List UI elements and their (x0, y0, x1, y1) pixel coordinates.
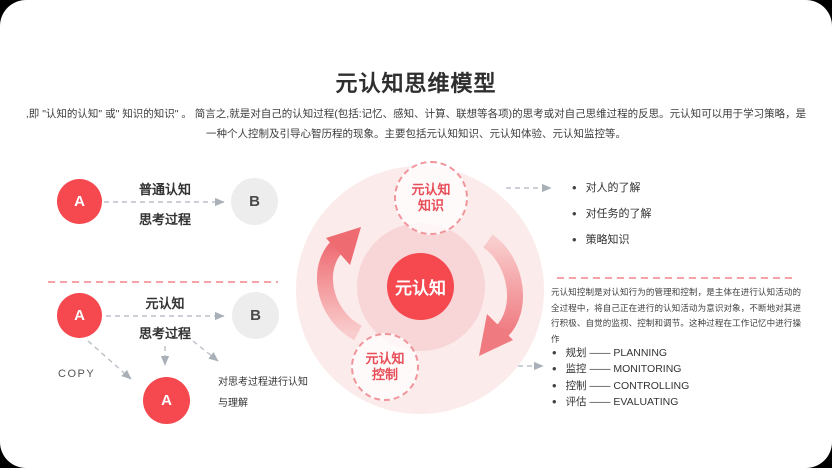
meta-cognition-subheading: 思考过程 (138, 326, 191, 341)
list-item: • 评估 —— EVALUATING (552, 394, 689, 411)
knowledge-list: • 对人的了解 • 对任务的了解 • 策略知识 (572, 174, 652, 252)
meta-cognition-heading: 元认知 (145, 296, 185, 311)
knowledge-node-label: 元认知 知识 (411, 182, 450, 214)
metacognitive-knowledge-node: 元认知 知识 (394, 161, 468, 235)
node-a-meta: A (57, 293, 102, 338)
normal-cognition-heading: 普通认知 (138, 182, 191, 197)
intro-text: ,即 "认知的认知" 或" 知识的知识" 。 简言之,就是对自己的认知过程(包括… (0, 104, 832, 144)
control-list: • 规划 —— PLANNING • 监控 —— MONITORING • 控制… (552, 344, 689, 410)
list-item: • 策略知识 (572, 226, 652, 252)
knowledge-item-3: 策略知识 (585, 234, 630, 246)
control-node-label: 元认知 控制 (365, 351, 404, 383)
bullet-icon: • (572, 179, 577, 195)
knowledge-line-2: 知识 (417, 198, 444, 213)
meta-note-line-1: 对思考过程进行认知 (218, 377, 308, 388)
meta-note: 对思考过程进行认知 与理解 (218, 372, 308, 414)
node-b-meta-label: B (250, 307, 261, 324)
control-item-2: 监控 —— MONITORING (565, 363, 682, 376)
bullet-icon: • (552, 394, 557, 410)
control-item-3: 控制 —— CONTROLLING (565, 379, 690, 392)
node-b-normal: B (231, 178, 278, 225)
list-item: • 对任务的了解 (572, 200, 652, 226)
copy-label: COPY (58, 368, 96, 380)
intro-line-2: 一种个人控制及引导心智历程的现象。主要包括元认知知识、元认知体验、元认知监控等。 (206, 128, 626, 140)
list-item: • 监控 —— MONITORING (552, 361, 689, 378)
bullet-icon: • (552, 377, 557, 393)
arrow-to-note (192, 340, 219, 362)
bullet-icon: • (552, 361, 557, 377)
knowledge-item-1: 对人的了解 (585, 182, 641, 194)
page-title: 元认知思维模型 (335, 71, 497, 96)
bullet-icon: • (572, 205, 577, 221)
meta-note-line-2: 与理解 (218, 398, 248, 409)
bullet-icon: • (552, 344, 557, 360)
normal-cognition-subheading: 思考过程 (138, 212, 191, 227)
core-metacognition-node: 元认知 (387, 253, 454, 320)
node-a-meta-label: A (74, 307, 85, 324)
knowledge-item-2: 对任务的了解 (585, 208, 652, 220)
control-paragraph: 元认知控制是对认知行为的管理和控制，是主体在进行认知活动的全过程中，将自己正在进… (551, 287, 801, 344)
list-item: • 对人的了解 (572, 174, 652, 200)
control-item-1: 规划 —— PLANNING (565, 346, 668, 359)
node-a-copy: A (143, 377, 190, 424)
list-item: • 规划 —— PLANNING (552, 344, 689, 361)
intro-line-1: ,即 "认知的认知" 或" 知识的知识" 。 简言之,就是对自己的认知过程(包括… (25, 108, 807, 120)
node-a-copy-label: A (161, 392, 172, 409)
control-item-4: 评估 —— EVALUATING (565, 396, 679, 409)
control-line-1: 元认知 (365, 351, 405, 366)
knowledge-line-1: 元认知 (411, 182, 451, 197)
node-a-normal: A (57, 179, 102, 224)
node-a-normal-label: A (74, 193, 85, 210)
core-label: 元认知 (395, 279, 446, 298)
metacognitive-control-node: 元认知 控制 (351, 333, 419, 401)
list-item: • 控制 —— CONTROLLING (552, 377, 689, 394)
bullet-icon: • (572, 231, 577, 247)
node-b-normal-label: B (249, 193, 260, 210)
node-b-meta: B (232, 292, 279, 339)
control-line-2: 控制 (371, 367, 398, 382)
